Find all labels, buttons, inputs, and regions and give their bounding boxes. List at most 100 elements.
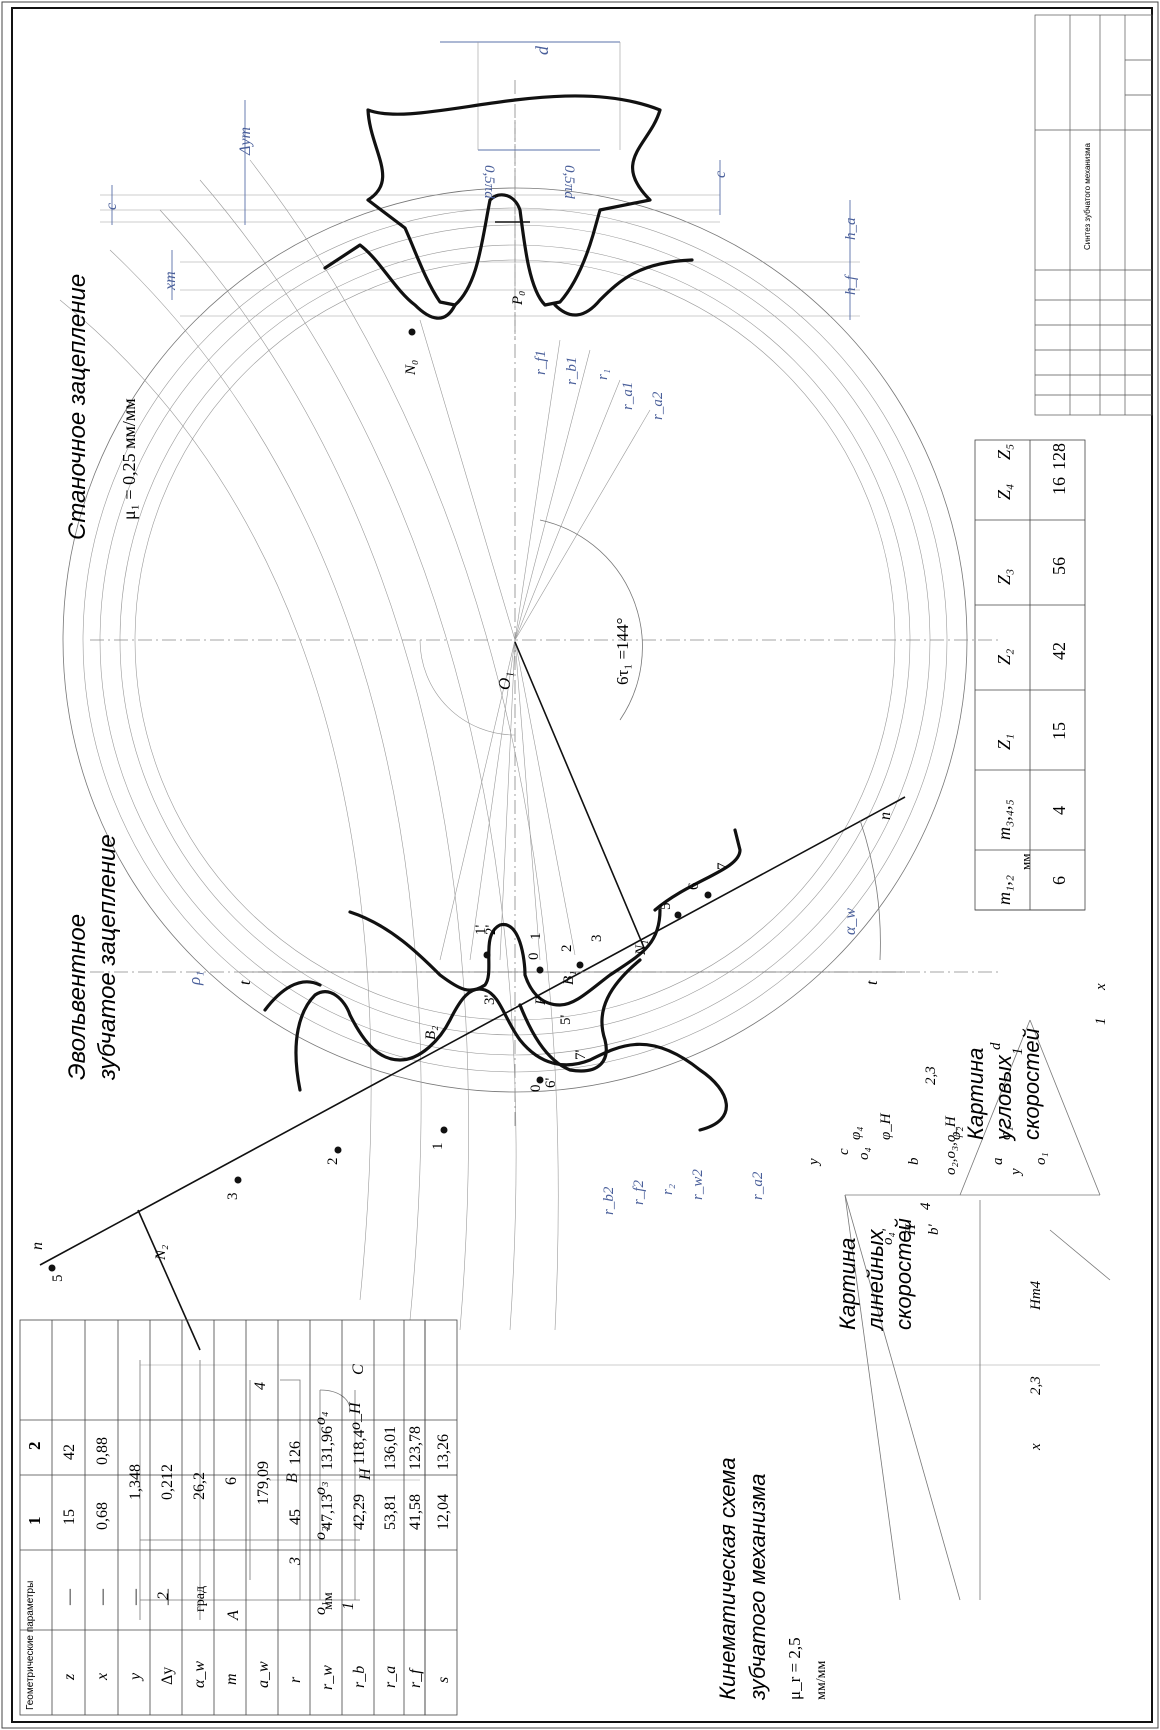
label-rho1: ρ₁ — [185, 971, 204, 986]
pt-1: 1 — [528, 933, 544, 941]
pt-0: 0 — [526, 953, 542, 961]
row-y-unit: — — [127, 1588, 144, 1606]
vel-b: b — [906, 1157, 922, 1165]
vel-o1: o₁ — [1033, 1152, 1049, 1165]
label-d: d — [532, 45, 552, 55]
label-N1: N₁ — [633, 940, 649, 956]
row-y-v: 1,348 — [127, 1464, 144, 1500]
row-m-sym: m — [223, 1673, 240, 1685]
label-ha: h_a — [843, 218, 859, 241]
row-rb-v1: 42,29 — [351, 1494, 368, 1530]
mod-v-m12: 6 — [1049, 876, 1069, 885]
axis-1: 1 — [1093, 1018, 1109, 1026]
vel-phi1: φ₁ — [998, 1126, 1014, 1140]
label-rw2: r_w2 — [690, 1169, 706, 1200]
row-s-sym: s — [435, 1677, 452, 1683]
vel-o4p: o₄' — [880, 1228, 896, 1245]
label-rb2: r_b2 — [601, 1186, 617, 1215]
label-B1: B₁ — [561, 971, 577, 985]
axis-x2: x — [1093, 983, 1109, 991]
row-r-v1: 45 — [287, 1509, 304, 1525]
kin-4: 4 — [252, 1382, 269, 1390]
title-block-title: Синтез зубчатого механизма — [1083, 143, 1092, 250]
velocity-labels: y c o₄ o₄' b b' H 4 φ₄ φ_H φ₂ φ₁ o₂,o₃,o… — [806, 983, 1109, 1451]
pt-5: 5 — [658, 903, 674, 911]
angle-label: 6τ₁ =144° — [613, 618, 632, 685]
pt-2: 2 — [559, 945, 575, 953]
pt-q0: 0 — [528, 1085, 544, 1093]
label-N0: N₀ — [403, 360, 419, 376]
vel-bp: b' — [926, 1224, 942, 1236]
mesh-labels: N₁ N₂ P B₁ B₂ ρ₁ t t n n α_w r_b2 r_f2 r… — [29, 812, 894, 1261]
vel-H: H — [903, 1223, 919, 1236]
kin-2: 2 — [155, 1592, 172, 1600]
pt-q1: 1 — [430, 1143, 446, 1151]
axis-23: 2,3 — [1028, 1376, 1044, 1395]
row-ra-v2: 136,01 — [382, 1426, 399, 1470]
row-rb-sym: r_b — [351, 1666, 368, 1688]
mod-v-z3: 56 — [1049, 557, 1069, 575]
label-hf: h_f — [843, 274, 859, 295]
row-aw2-sym: a_w — [255, 1661, 272, 1688]
heading-machining: Станочное зацепление — [64, 274, 91, 540]
row-z-v1: 15 — [61, 1509, 78, 1525]
mod-h-z5: Z₅ — [994, 444, 1014, 460]
label-half-pitch-left: 0,5πd — [481, 165, 497, 199]
row-y-sym: y — [127, 1672, 144, 1682]
label-ra2-lower: r_a2 — [750, 1171, 766, 1200]
label-B2: B₂ — [423, 1026, 439, 1040]
kinematic-labels: A B C H 1 2 3 4 o₁ o₂ o₃ o₄ o_H — [155, 1364, 374, 1621]
label-half-pitch-right: 0,5πd — [561, 165, 577, 199]
row-rf-v2: 123,78 — [407, 1426, 424, 1470]
heading-angular-2: угловых — [991, 1054, 1016, 1142]
rack-profile — [366, 94, 662, 307]
heading-linear-2: линейных — [863, 1228, 888, 1332]
module-table-text: m₁,₂ m₃,₄,₅ мм Z₁ Z₂ Z₃ Z₄ Z₅ 6 4 15 42 … — [994, 443, 1069, 905]
label-r1: r₁ — [595, 369, 611, 380]
label-c-top: c — [103, 203, 120, 210]
label-rf1: r_f1 — [533, 350, 549, 375]
row-dy-unit: — — [159, 1588, 176, 1606]
vel-o4: o₄ — [856, 1147, 872, 1160]
pt-2p: 2' — [483, 925, 499, 936]
pt-q5: 5 — [50, 1275, 66, 1283]
label-t-bottom: t — [864, 980, 881, 985]
vel-a: a — [990, 1158, 1006, 1166]
row-rf-sym: r_f — [407, 1667, 424, 1688]
vel-phi4: φ₄ — [848, 1126, 864, 1140]
row-s-v2: 13,26 — [435, 1434, 452, 1470]
row-x-unit: — — [94, 1588, 111, 1606]
pt-q2: 2 — [325, 1158, 341, 1166]
vel-o235: o₂,o₃,o_H — [943, 1115, 959, 1175]
heading-kinematic-2: зубчатого механизма — [745, 1474, 770, 1702]
label-n-top: n — [29, 1242, 46, 1250]
params-table-s-text: s 12,04 13,26 — [435, 1434, 452, 1683]
gear1-teeth-lower — [518, 958, 642, 1073]
heading-kinematic-1: Кинематическая схема — [715, 1457, 740, 1700]
machining-labels: d Δym xm c c h_a h_f 0,5πd 0,5πd P₀ N₀ O… — [103, 45, 859, 690]
kin-oH: o_H — [347, 1401, 364, 1430]
row-r-sym: r — [287, 1676, 304, 1683]
label-n-bottom: n — [877, 812, 894, 820]
row-z-unit: — — [61, 1588, 78, 1606]
heading-machining-scale: μ₁ = 0,25 мм/мм — [119, 398, 139, 520]
params-header-col1: 1 — [25, 1517, 44, 1526]
pt-5p: 5' — [558, 1015, 574, 1026]
mod-v-z5: 128 — [1049, 443, 1069, 470]
vel-phi2: φ₂ — [948, 1126, 964, 1140]
row-rf-v1: 41,58 — [407, 1494, 424, 1530]
row-rw-sym: r_w — [319, 1665, 336, 1690]
row-x-v2: 0,88 — [94, 1437, 111, 1465]
point-labels: 0 1 2 3 5 6 7 0 1 2 3 5 1' 2' 3' 5' 6' 7… — [50, 862, 731, 1282]
params-header-col2: 2 — [25, 1442, 44, 1451]
point-markers — [48, 328, 712, 1272]
heading-linear-1: Картина — [835, 1238, 860, 1330]
mod-v-m345: 4 — [1049, 806, 1069, 815]
kin-3: 3 — [287, 1557, 304, 1566]
mod-h-z1: Z₁ — [994, 734, 1014, 750]
kin-o3: o₃ — [312, 1481, 329, 1495]
row-aw2-v: 179,09 — [255, 1461, 272, 1505]
axis-y: y — [1008, 1168, 1024, 1177]
mod-v-z4: 16 — [1049, 477, 1069, 495]
